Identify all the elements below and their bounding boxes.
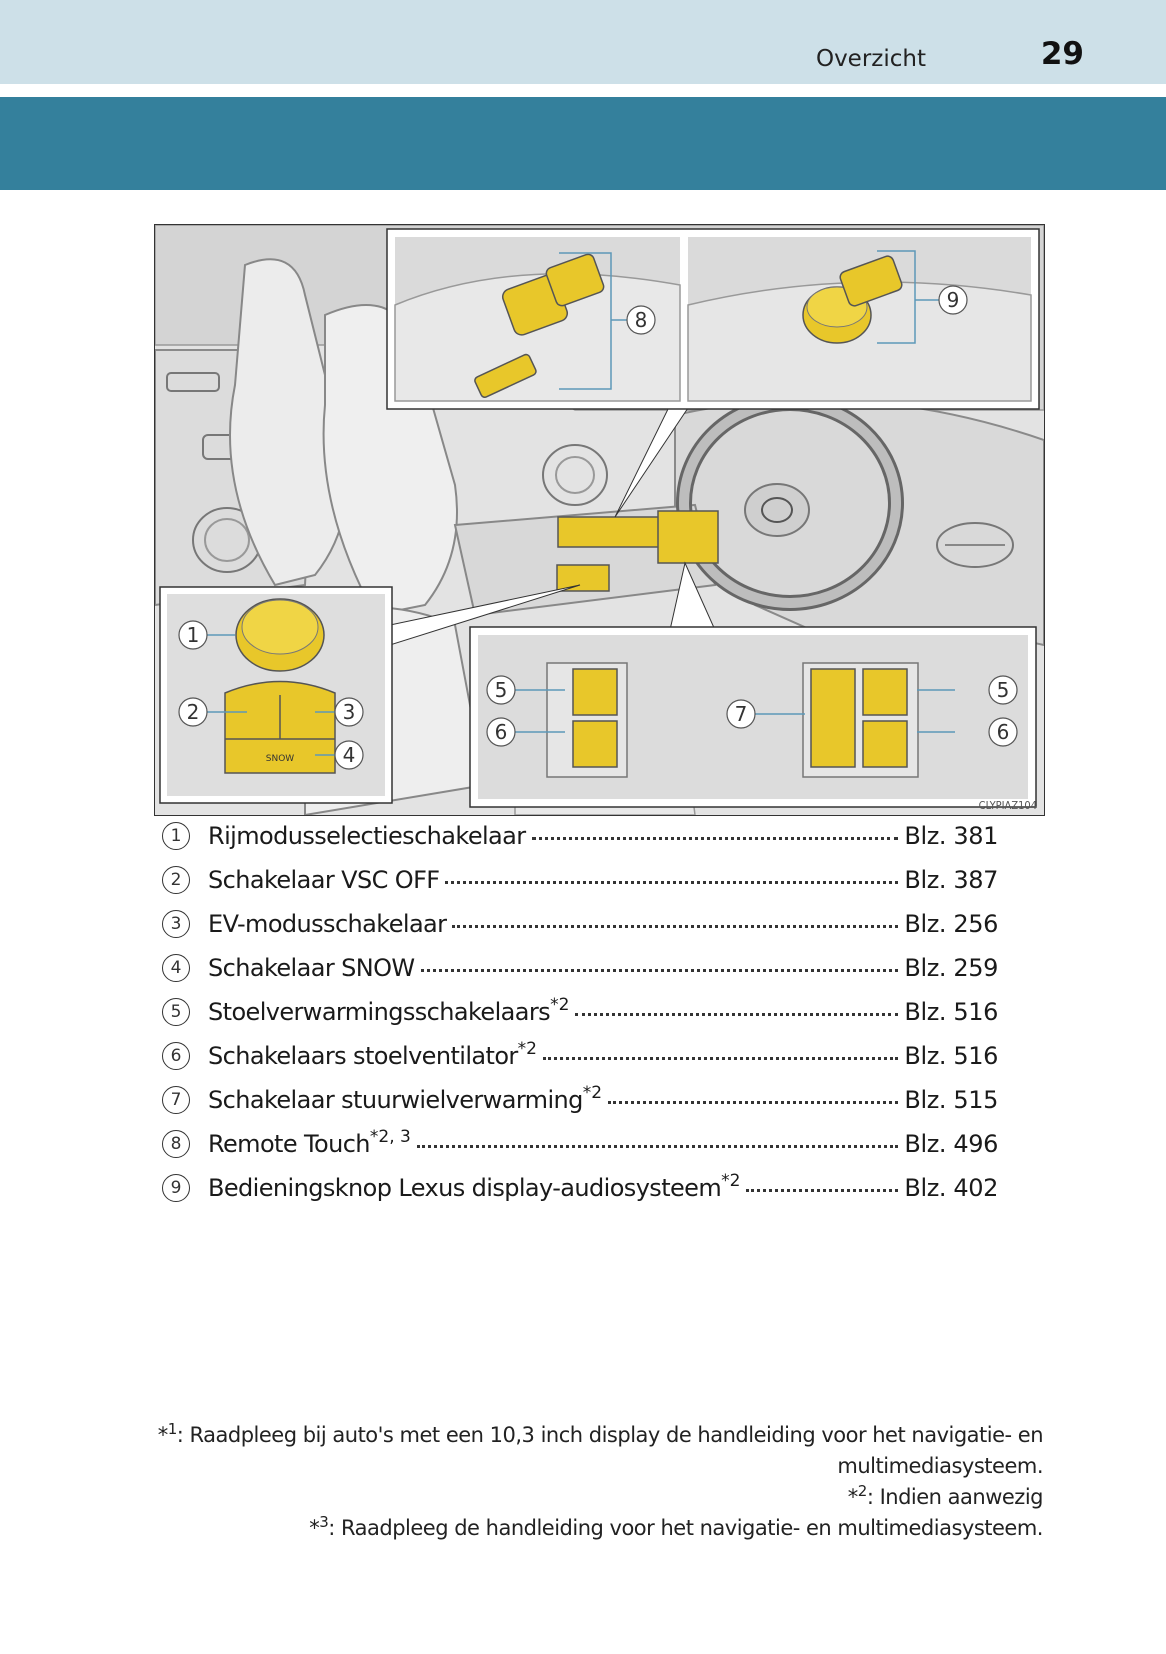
page-reference[interactable]: Blz. 381 xyxy=(904,822,998,850)
item-label: Schakelaar stuurwielverwarming*2 xyxy=(208,1083,603,1114)
figure-code: CLYPIAZ104 xyxy=(979,799,1037,812)
chapter-band xyxy=(0,97,1166,190)
dot-leader xyxy=(452,925,899,928)
footnote-ref: *2, 3 xyxy=(369,1127,411,1147)
list-item: 7 Schakelaar stuurwielverwarming*2 Blz. … xyxy=(162,1078,998,1122)
callout-5-right: 5 xyxy=(988,675,1018,705)
item-label: Rijmodusselectieschakelaar xyxy=(208,822,526,850)
dot-leader xyxy=(543,1057,899,1060)
page-reference[interactable]: Blz. 515 xyxy=(904,1086,998,1114)
item-label: Schakelaars stoelventilator*2 xyxy=(208,1039,537,1070)
component-list: 1 Rijmodusselectieschakelaar Blz. 381 2 … xyxy=(162,814,998,1210)
svg-text:8: 8 xyxy=(635,308,648,332)
footnote-3: *3: Raadpleeg de handleiding voor het na… xyxy=(309,1513,1043,1541)
footnote-ref: *2 xyxy=(721,1171,741,1191)
item-number: 5 xyxy=(162,998,190,1026)
svg-text:5: 5 xyxy=(495,678,508,702)
list-item: 8 Remote Touch*2, 3 Blz. 496 xyxy=(162,1122,998,1166)
svg-text:9: 9 xyxy=(947,288,960,312)
svg-text:6: 6 xyxy=(997,720,1010,744)
section-title: Overzicht xyxy=(815,46,926,72)
dot-leader xyxy=(531,837,899,840)
footnote-ref: *2 xyxy=(550,995,570,1015)
callout-4: 4 xyxy=(334,740,364,770)
page-reference[interactable]: Blz. 402 xyxy=(904,1174,998,1202)
svg-text:6: 6 xyxy=(495,720,508,744)
page-number: 29 xyxy=(1040,36,1084,72)
item-label: Schakelaar SNOW xyxy=(208,954,415,982)
item-label: Bedieningsknop Lexus display-audiosystee… xyxy=(208,1171,741,1202)
item-number: 9 xyxy=(162,1174,190,1202)
list-item: 2 Schakelaar VSC OFF Blz. 387 xyxy=(162,858,998,902)
list-item: 9 Bedieningsknop Lexus display-audiosyst… xyxy=(162,1166,998,1210)
footnote-1-continued: multimediasysteem. xyxy=(837,1454,1043,1478)
item-number: 3 xyxy=(162,910,190,938)
callout-9: 9 xyxy=(938,285,968,315)
footnote-1: *1: Raadpleeg bij auto's met een 10,3 in… xyxy=(157,1420,1044,1448)
item-label: Schakelaar VSC OFF xyxy=(208,866,440,894)
item-label: EV-modusschakelaar xyxy=(208,910,447,938)
callout-5-left: 5 xyxy=(486,675,516,705)
callout-8: 8 xyxy=(626,305,656,335)
svg-text:1: 1 xyxy=(187,623,200,647)
header-band xyxy=(0,0,1166,84)
page-reference[interactable]: Blz. 516 xyxy=(904,998,998,1026)
page-reference[interactable]: Blz. 496 xyxy=(904,1130,998,1158)
list-item: 1 Rijmodusselectieschakelaar Blz. 381 xyxy=(162,814,998,858)
dot-leader xyxy=(608,1101,899,1104)
footnote-ref: *2 xyxy=(582,1083,603,1103)
dot-leader xyxy=(416,1145,899,1148)
dot-leader xyxy=(420,969,899,972)
svg-text:5: 5 xyxy=(997,678,1010,702)
page-reference[interactable]: Blz. 516 xyxy=(904,1042,998,1070)
dot-leader xyxy=(746,1189,899,1192)
item-label: Remote Touch*2, 3 xyxy=(208,1127,411,1158)
callout-7: 7 xyxy=(726,699,756,729)
svg-text:7: 7 xyxy=(735,702,748,726)
item-number: 7 xyxy=(162,1086,190,1114)
svg-text:2: 2 xyxy=(187,700,200,724)
snow-button-label: SNOW xyxy=(266,754,295,764)
dot-leader xyxy=(575,1013,899,1016)
item-number: 4 xyxy=(162,954,190,982)
item-number: 2 xyxy=(162,866,190,894)
callout-1: 1 xyxy=(178,620,208,650)
list-item: 4 Schakelaar SNOW Blz. 259 xyxy=(162,946,998,990)
footnotes: *1: Raadpleeg bij auto's met een 10,3 in… xyxy=(143,1420,1044,1544)
page-reference[interactable]: Blz. 259 xyxy=(904,954,998,982)
item-number: 1 xyxy=(162,822,190,850)
page-reference[interactable]: Blz. 387 xyxy=(904,866,998,894)
callout-6-left: 6 xyxy=(486,717,516,747)
cockpit-illustration: SNOW 1 2 3 4 5 6 7 5 6 8 9 CLYPIAZ104 xyxy=(154,224,1045,816)
footnote-2: *2: Indien aanwezig xyxy=(847,1482,1044,1510)
list-item: 6 Schakelaars stoelventilator*2 Blz. 516 xyxy=(162,1034,998,1078)
footnote-ref: *2 xyxy=(517,1039,537,1059)
list-item: 3 EV-modusschakelaar Blz. 256 xyxy=(162,902,998,946)
page-reference[interactable]: Blz. 256 xyxy=(904,910,998,938)
callout-6-right: 6 xyxy=(988,717,1018,747)
dot-leader xyxy=(445,881,899,884)
svg-text:4: 4 xyxy=(343,743,356,767)
callout-2: 2 xyxy=(178,697,208,727)
item-label: Stoelverwarmingsschakelaars*2 xyxy=(208,995,570,1026)
svg-text:3: 3 xyxy=(343,700,356,724)
list-item: 5 Stoelverwarmingsschakelaars*2 Blz. 516 xyxy=(162,990,998,1034)
callout-3: 3 xyxy=(334,697,364,727)
item-number: 6 xyxy=(162,1042,190,1070)
item-number: 8 xyxy=(162,1130,190,1158)
